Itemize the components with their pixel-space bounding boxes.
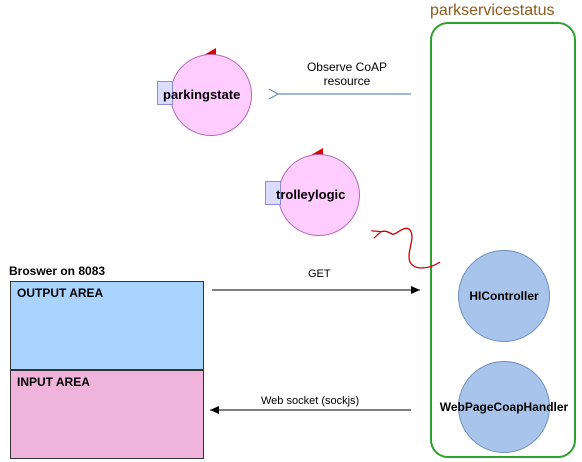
websocket-edge-label: Web socket (sockjs)	[261, 395, 360, 407]
parkingstate-tag	[157, 81, 173, 105]
container-title: parkservicestatus	[430, 2, 555, 19]
webpage-label: WebPageCoapHandler	[439, 400, 569, 414]
parkingstate-actor	[170, 54, 252, 136]
hicontroller-label: HIController	[469, 289, 539, 303]
trolleylogic-tag	[265, 181, 281, 205]
trolley-signal-arrow	[380, 227, 441, 269]
browser-title: Broswer on 8083	[9, 264, 106, 278]
input-area: INPUT AREA	[10, 370, 204, 459]
parkservicestatus-container	[430, 22, 576, 458]
trolleylogic-actor	[278, 154, 360, 236]
output-area: OUTPUT AREA	[10, 281, 204, 370]
observe-label-line2: resource	[323, 74, 371, 88]
parkingstate-label: parkingstate	[163, 87, 241, 102]
get-edge-label: GET	[308, 268, 331, 280]
observe-label-line1: Observe CoAP	[306, 60, 388, 74]
observe-edge-label: Observe CoAP resource	[296, 60, 398, 88]
hicontroller-node	[458, 250, 550, 342]
webpage-node	[458, 361, 550, 453]
trolleylogic-label: trolleylogic	[276, 187, 346, 202]
